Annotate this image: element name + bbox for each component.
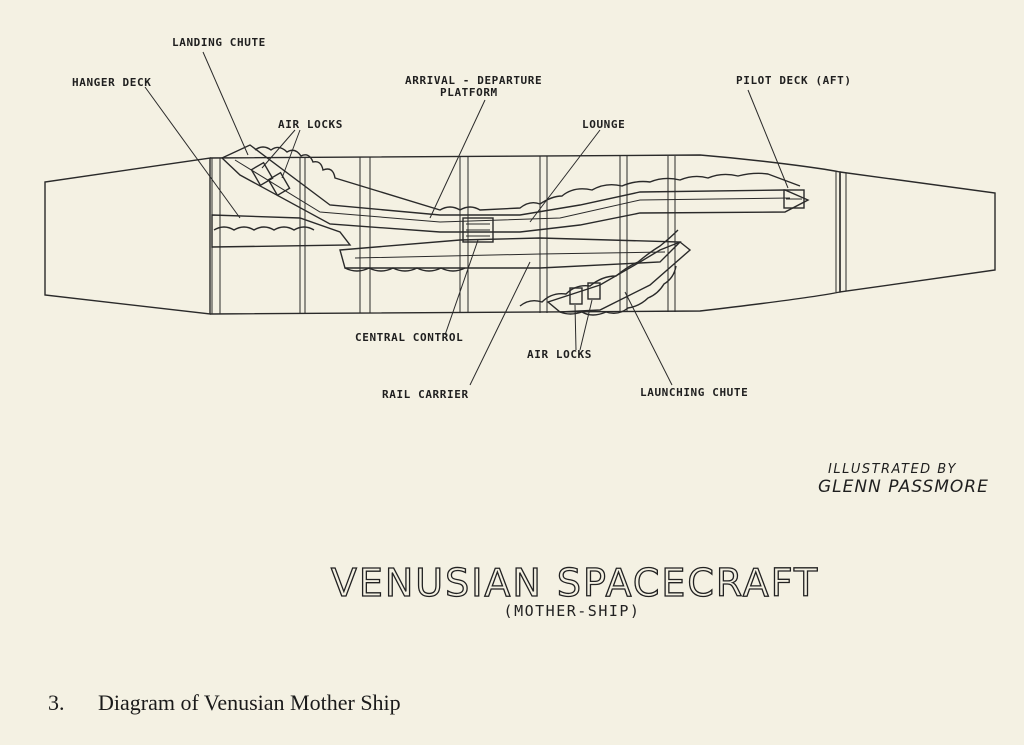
label-landing-chute: LANDING CHUTE: [172, 36, 266, 49]
label-launching-chute: LAUNCHING CHUTE: [640, 386, 748, 399]
interior-passages: [212, 145, 808, 315]
label-lounge: LOUNGE: [582, 118, 625, 131]
caption-text: Diagram of Venusian Mother Ship: [98, 690, 401, 715]
label-hanger-deck: HANGER DECK: [72, 76, 151, 89]
figure-caption: 3.Diagram of Venusian Mother Ship: [48, 690, 401, 716]
label-pilot-deck: PILOT DECK (AFT): [736, 74, 852, 87]
spacecraft-hull: [45, 155, 995, 314]
label-air-locks-top: AIR LOCKS: [278, 118, 343, 131]
diagram-title: VENUSIAN SPACECRAFT: [331, 561, 819, 605]
label-central-control: CENTRAL CONTROL: [355, 331, 463, 344]
credit-line-2: GLENN PASSMORE: [818, 477, 989, 497]
credit-line-1: ILLUSTRATED BY: [828, 462, 957, 477]
diagram-subtitle: (MOTHER-SHIP): [504, 602, 641, 620]
diagram-labels: LANDING CHUTE HANGER DECK AIR LOCKS ARRI…: [72, 36, 852, 401]
illustrator-credit: ILLUSTRATED BY GLENN PASSMORE: [818, 462, 989, 497]
caption-number: 3.: [48, 690, 98, 716]
label-platform: PLATFORM: [440, 86, 498, 99]
label-rail-carrier: RAIL CARRIER: [382, 388, 469, 401]
label-air-locks-bottom: AIR LOCKS: [527, 348, 592, 361]
